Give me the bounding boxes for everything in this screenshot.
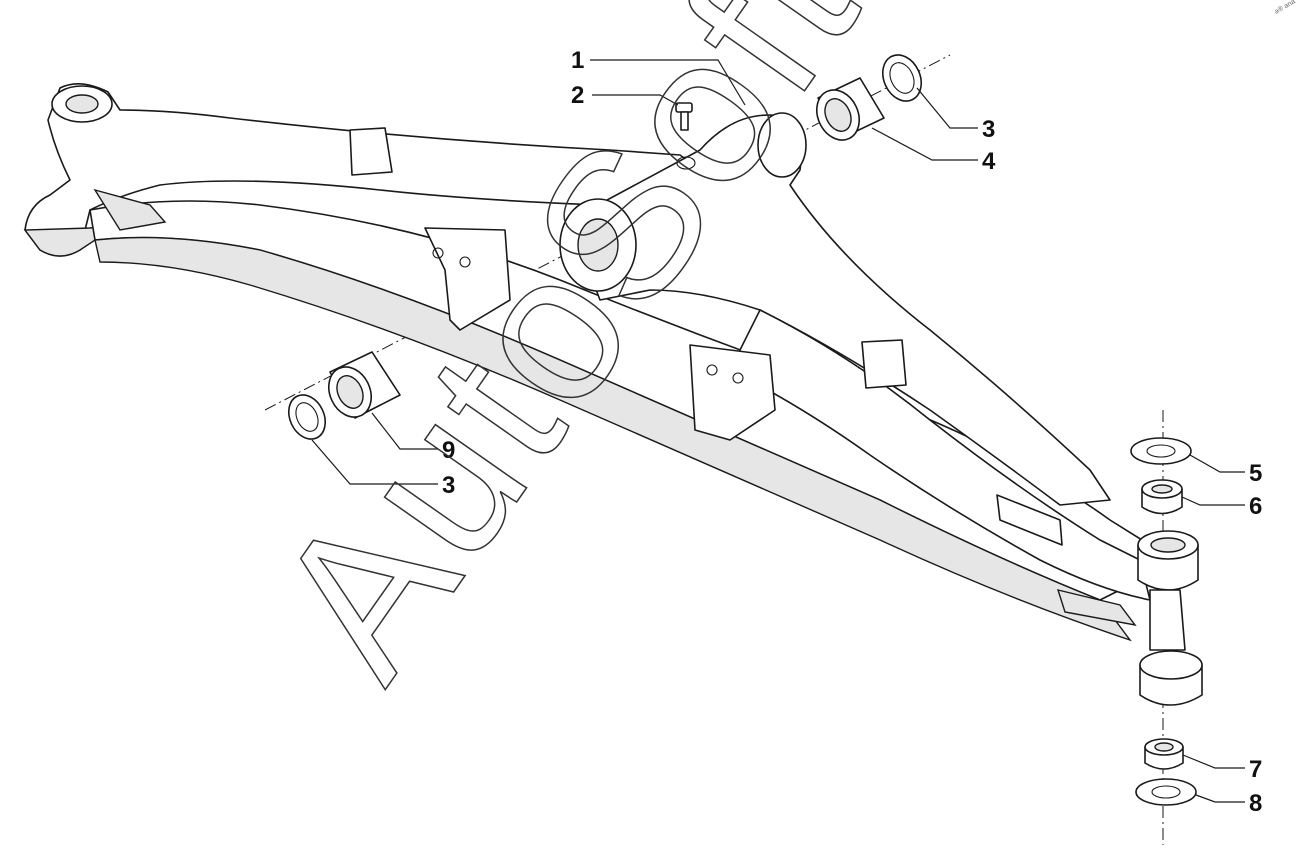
bush-part-6 bbox=[1141, 479, 1183, 515]
top-bracket-right bbox=[861, 339, 907, 389]
callout-8: 8 bbox=[1249, 790, 1262, 817]
leader-7 bbox=[1182, 754, 1245, 769]
right-eye-bore bbox=[1150, 537, 1186, 553]
right-end-web bbox=[1149, 589, 1186, 651]
center-bracket-right bbox=[689, 344, 776, 441]
callout-2: 2 bbox=[571, 82, 584, 109]
leader-3-lower bbox=[311, 439, 438, 485]
name-plate bbox=[996, 494, 1063, 546]
washer-part-8 bbox=[1135, 778, 1197, 806]
subframe-assembly bbox=[23, 83, 1203, 706]
callout-9: 9 bbox=[442, 437, 455, 464]
screw-hole bbox=[676, 156, 696, 170]
washer-part-5 bbox=[1130, 437, 1192, 465]
leader-9 bbox=[371, 412, 438, 450]
washer-part-3-lower bbox=[287, 394, 327, 440]
leader-8 bbox=[1195, 794, 1245, 803]
callout-1-upper: 1 bbox=[571, 47, 584, 74]
left-eye-bore bbox=[65, 94, 99, 114]
bracket-hole-1 bbox=[432, 247, 444, 259]
callout-6: 6 bbox=[1249, 493, 1262, 520]
bushing-part-9 bbox=[328, 351, 401, 419]
bracket-hole-3 bbox=[706, 364, 718, 376]
callout-7: 7 bbox=[1249, 756, 1262, 783]
leader-1 bbox=[590, 59, 746, 106]
leader-5 bbox=[1189, 454, 1245, 473]
pivot-boss-front-bore bbox=[577, 218, 619, 272]
callout-labels: 1 2 3 4 9 3 5 6 7 8 bbox=[442, 47, 1262, 817]
leader-6 bbox=[1181, 496, 1245, 506]
leader-3-upper bbox=[916, 87, 978, 129]
loose-parts bbox=[287, 54, 1197, 806]
bush-part-7 bbox=[1144, 738, 1184, 770]
callout-3-upper: 3 bbox=[982, 116, 995, 143]
right-wedge-pad bbox=[1056, 589, 1137, 627]
callout-3-lower: 3 bbox=[442, 472, 455, 499]
right-lower-boss-top bbox=[1139, 650, 1203, 680]
leader-4 bbox=[871, 127, 978, 161]
left-wedge-pad bbox=[93, 188, 167, 231]
bushing-part-4 bbox=[816, 77, 885, 141]
screw-part-2 bbox=[675, 102, 693, 131]
leader-2 bbox=[592, 94, 679, 106]
bracket-hole-2 bbox=[459, 256, 471, 268]
pivot-boss-rear bbox=[757, 112, 807, 178]
leader-lines bbox=[311, 59, 1245, 803]
subframe-front-beam-lower-face bbox=[94, 236, 1132, 642]
callout-5: 5 bbox=[1249, 460, 1262, 487]
bracket-hole-4 bbox=[732, 372, 744, 384]
corner-mark: a® ana bbox=[1273, 0, 1297, 16]
top-bracket-left bbox=[349, 127, 393, 176]
callout-4: 4 bbox=[982, 148, 996, 175]
center-bracket-left bbox=[424, 227, 511, 331]
washer-part-3-upper bbox=[881, 54, 923, 102]
